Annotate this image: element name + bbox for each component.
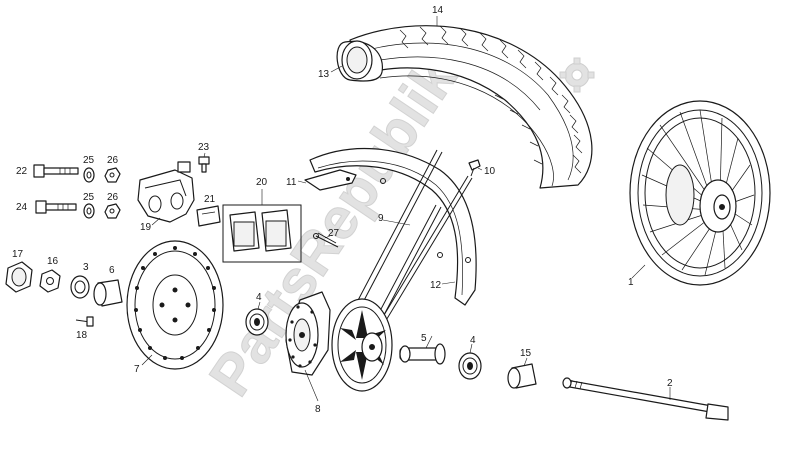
callout-3: 3 — [83, 262, 89, 273]
callout-4b: 4 — [470, 335, 476, 346]
spacer-15 — [507, 363, 537, 389]
bleed-screw-23 — [198, 156, 210, 173]
callout-14: 14 — [432, 5, 444, 16]
nut-26b — [104, 203, 121, 219]
tyre-14 — [349, 25, 593, 189]
callout-27: 27 — [328, 228, 340, 239]
brake-caliper-19 — [137, 161, 195, 223]
screw-18 — [75, 316, 94, 327]
callout-21: 21 — [204, 194, 216, 205]
callout-7: 7 — [134, 364, 140, 375]
wheel-1 — [629, 100, 771, 286]
callout-4a: 4 — [256, 292, 262, 303]
callout-20: 20 — [256, 177, 268, 188]
callout-2: 2 — [667, 378, 673, 389]
axle-2 — [562, 377, 729, 421]
callout-16: 16 — [47, 256, 59, 267]
callout-24: 24 — [16, 202, 28, 213]
mudguard-12 — [309, 147, 477, 306]
callout-22: 22 — [16, 166, 28, 177]
bracket-11 — [304, 169, 386, 191]
callout-13: 13 — [318, 69, 330, 80]
callout-5: 5 — [421, 333, 427, 344]
callout-15: 15 — [520, 348, 532, 359]
bolt-10 — [468, 159, 481, 177]
callout-11: 11 — [286, 177, 297, 188]
washer-3 — [70, 275, 90, 299]
callout-25b: 25 — [83, 192, 95, 203]
washer-25b — [83, 203, 95, 219]
callout-12: 12 — [430, 280, 442, 291]
callout-26a: 26 — [107, 155, 119, 166]
axle-spacer-5 — [399, 343, 446, 365]
callout-6: 6 — [109, 265, 115, 276]
cotter-pin-27 — [313, 232, 339, 248]
callout-19: 19 — [140, 222, 152, 233]
inner-tube-13 — [336, 40, 554, 187]
callout-labels: 1 2 3 4 4 5 6 7 8 9 10 11 12 13 14 15 16… — [12, 5, 673, 415]
nut-26a — [104, 167, 121, 183]
spacer-6 — [93, 279, 123, 307]
callout-17: 17 — [12, 249, 24, 260]
hub-8 — [285, 291, 331, 376]
brake-disc-7 — [126, 240, 224, 370]
nut-16 — [39, 269, 61, 293]
callout-1: 1 — [628, 277, 634, 288]
gear-icon — [559, 57, 595, 93]
callout-26b: 26 — [107, 192, 119, 203]
washer-25a — [83, 167, 95, 183]
brake-pads-20 — [222, 204, 302, 263]
bearing-4a — [245, 308, 269, 336]
callout-9: 9 — [378, 213, 384, 224]
callout-8: 8 — [315, 404, 321, 415]
nut-17 — [5, 261, 33, 293]
callout-10: 10 — [484, 166, 496, 177]
leader-lines — [141, 16, 671, 402]
callout-25a: 25 — [83, 155, 95, 166]
wheel-hub-drum — [331, 298, 393, 392]
bearing-4b — [458, 352, 482, 380]
pad-clip-21 — [196, 205, 221, 227]
callout-23: 23 — [198, 142, 210, 153]
bolt-24 — [35, 200, 77, 214]
callout-18: 18 — [76, 330, 88, 341]
bolt-22 — [33, 164, 79, 178]
